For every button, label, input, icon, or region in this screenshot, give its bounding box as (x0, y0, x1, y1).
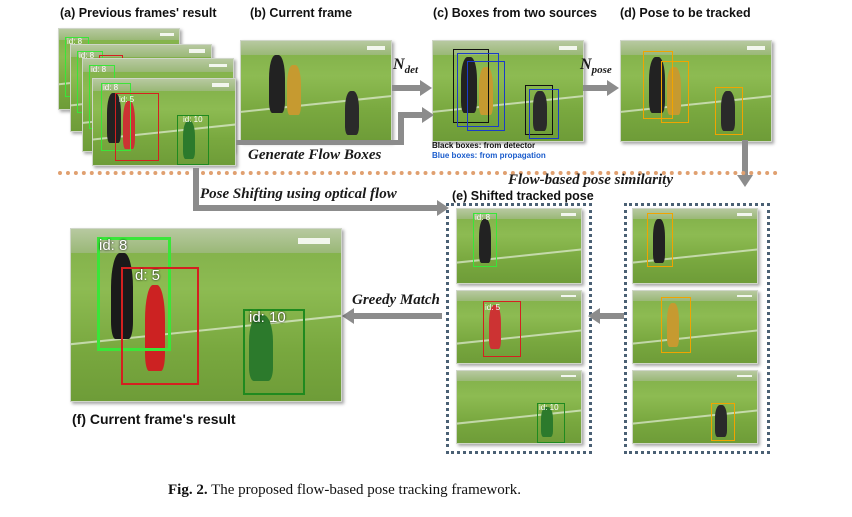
arrow-head (737, 175, 753, 187)
label-previous-frames: (a) Previous frames' result (60, 6, 217, 20)
shifted-frame-1: id: 8 (456, 208, 582, 284)
track-frame-2 (632, 290, 758, 364)
pose-shifting-label: Pose Shifting using optical flow (200, 186, 397, 202)
arrow-head (422, 107, 434, 123)
id-tag: id: 8 (91, 65, 107, 74)
id-tag: id: 8 (103, 83, 119, 92)
n-pose-label: Npose (580, 56, 612, 77)
separator (58, 171, 778, 175)
label-boxes-two-sources: (c) Boxes from two sources (433, 6, 597, 20)
arrow-columns (598, 313, 624, 319)
shifted-pose-column (446, 203, 592, 454)
result-id-5: d: 5 (135, 267, 161, 284)
figure-caption: Fig. 2. The proposed flow-based pose tra… (168, 482, 521, 498)
pose-shift-vertical (193, 168, 199, 210)
track-frame-1 (632, 208, 758, 284)
id-tag: id: 10 (183, 115, 203, 124)
track-frame-3 (632, 370, 758, 444)
id-tag: id: 8 (475, 213, 491, 222)
label-current-frame: (b) Current frame (250, 6, 353, 20)
pose-frame (620, 40, 772, 142)
arrow-greedy (352, 313, 442, 319)
pose-shift-horizontal (193, 205, 439, 211)
arrow-b-to-c (392, 85, 422, 91)
shifted-frame-3: id: 10 (456, 370, 582, 444)
connector-bottom (236, 140, 404, 145)
label-result: (f) Current frame's result (72, 411, 236, 427)
legend-blue: Blue boxes: from propagation (432, 151, 546, 160)
legend-black: Black boxes: from detector (432, 141, 536, 150)
pose-track-column (624, 203, 770, 454)
shifted-frame-2: id: 5 (456, 290, 582, 364)
result-frame: id: 8 d: 5 id: 10 (70, 228, 342, 402)
arrow-d-down (742, 140, 748, 176)
connector-horizontal (398, 112, 424, 118)
result-id-10: id: 10 (249, 309, 286, 326)
arrow-head (342, 308, 354, 324)
id-tag: id: 10 (539, 403, 559, 412)
generate-flow-boxes-label: Generate Flow Boxes (248, 147, 382, 163)
arrow-head (588, 308, 600, 324)
id-tag: id: 8 (67, 37, 83, 46)
boxes-frame (432, 40, 584, 142)
id-tag: id: 8 (79, 51, 95, 60)
n-det-label: Ndet (393, 56, 419, 77)
prev-frame-latest: id: 8 id: 5 id: 10 (92, 78, 236, 166)
flow-similarity-label: Flow-based pose similarity (508, 172, 673, 188)
result-id-8: id: 8 (99, 237, 128, 254)
current-frame (240, 40, 392, 142)
connector-vertical (398, 112, 404, 144)
arrow-head (420, 80, 432, 96)
arrow-c-to-d (583, 85, 609, 91)
id-tag: id: 5 (485, 303, 501, 312)
arrow-head (607, 80, 619, 96)
id-tag: id: 5 (119, 95, 135, 104)
label-shifted-pose: (e) Shifted tracked pose (452, 189, 594, 203)
greedy-match-label: Greedy Match (352, 292, 440, 308)
label-pose-to-track: (d) Pose to be tracked (620, 6, 751, 20)
